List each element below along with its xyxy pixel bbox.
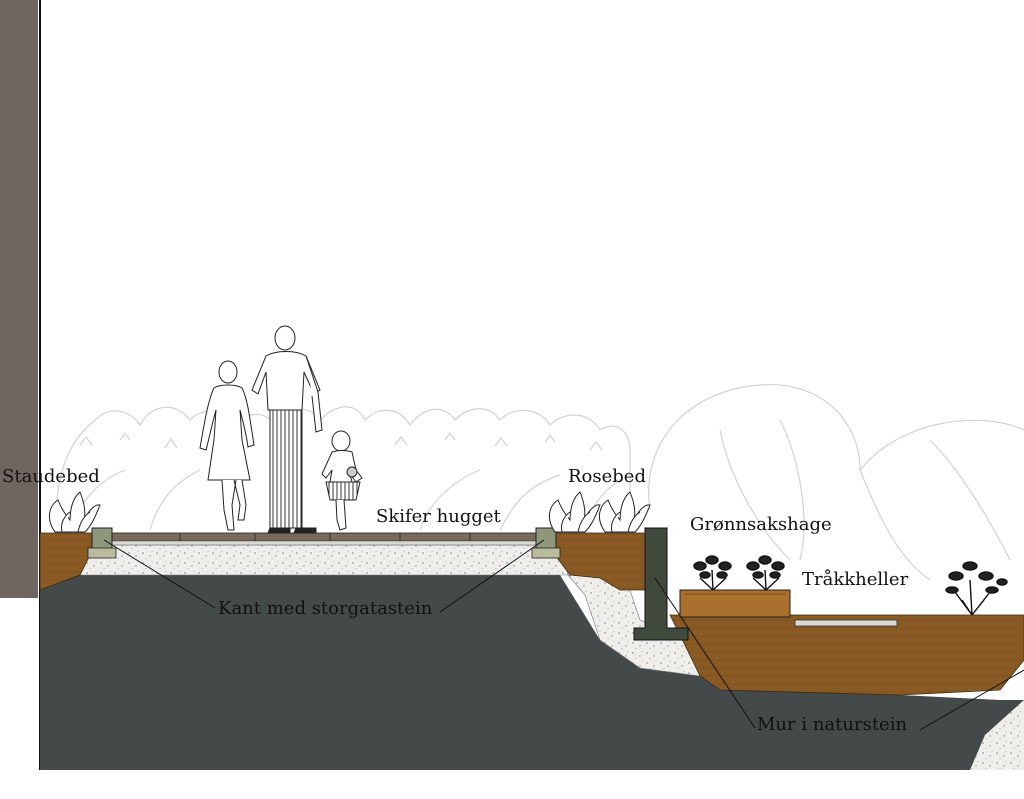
child-figure <box>321 430 363 531</box>
label-rosebed: Rosebed <box>568 466 646 487</box>
vegetable-garden-soil <box>669 614 1024 696</box>
building-wall <box>0 0 38 598</box>
rosebed-plant-2 <box>598 491 651 533</box>
woman-figure <box>199 360 255 531</box>
label-trakkheller: Tråkkheller <box>802 569 909 590</box>
raised-planter <box>679 589 791 618</box>
leader-lines <box>103 539 1024 731</box>
rosebed-soil <box>549 532 661 591</box>
stepping-stone <box>794 619 898 627</box>
subsoil <box>40 575 1024 770</box>
label-mur-i-naturstein: Mur i naturstein <box>757 714 908 735</box>
edge-stone-left-base <box>87 547 117 559</box>
man-figure <box>251 325 323 534</box>
vegetable-plant-2 <box>746 555 785 591</box>
edge-stone-right-base <box>531 547 561 559</box>
lower-gravel <box>970 700 1024 770</box>
staudebed-plant <box>48 491 101 533</box>
label-skifer-hugget: Skifer hugget <box>376 506 501 527</box>
slate-paving <box>109 532 541 546</box>
label-staudebed: Staudebed <box>2 466 100 487</box>
label-kant-med-storgatastein: Kant med storgatastein <box>218 598 433 619</box>
rosebed-plant-1 <box>548 491 601 533</box>
vegetable-plant-3 <box>945 561 1008 616</box>
label-gronnsakshage: Grønnsakshage <box>690 514 832 535</box>
background-hedge <box>54 384 1024 581</box>
retaining-wall <box>633 527 689 641</box>
staudebed-soil <box>39 532 101 591</box>
vegetable-plant-1 <box>693 555 732 591</box>
